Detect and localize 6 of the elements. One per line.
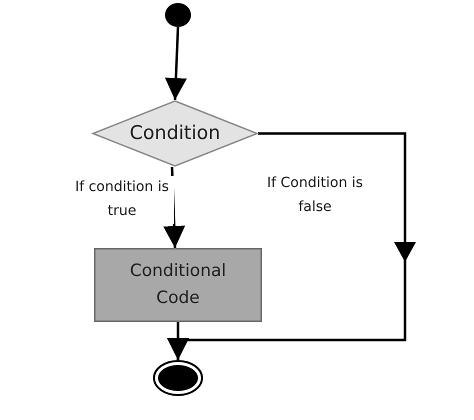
start-circle (165, 3, 191, 27)
process-box (94, 248, 262, 322)
node-label: Conditional Code (128, 260, 228, 310)
node-label: Condition (130, 121, 220, 146)
decision-diamond (92, 100, 258, 167)
end-circle (153, 360, 203, 396)
